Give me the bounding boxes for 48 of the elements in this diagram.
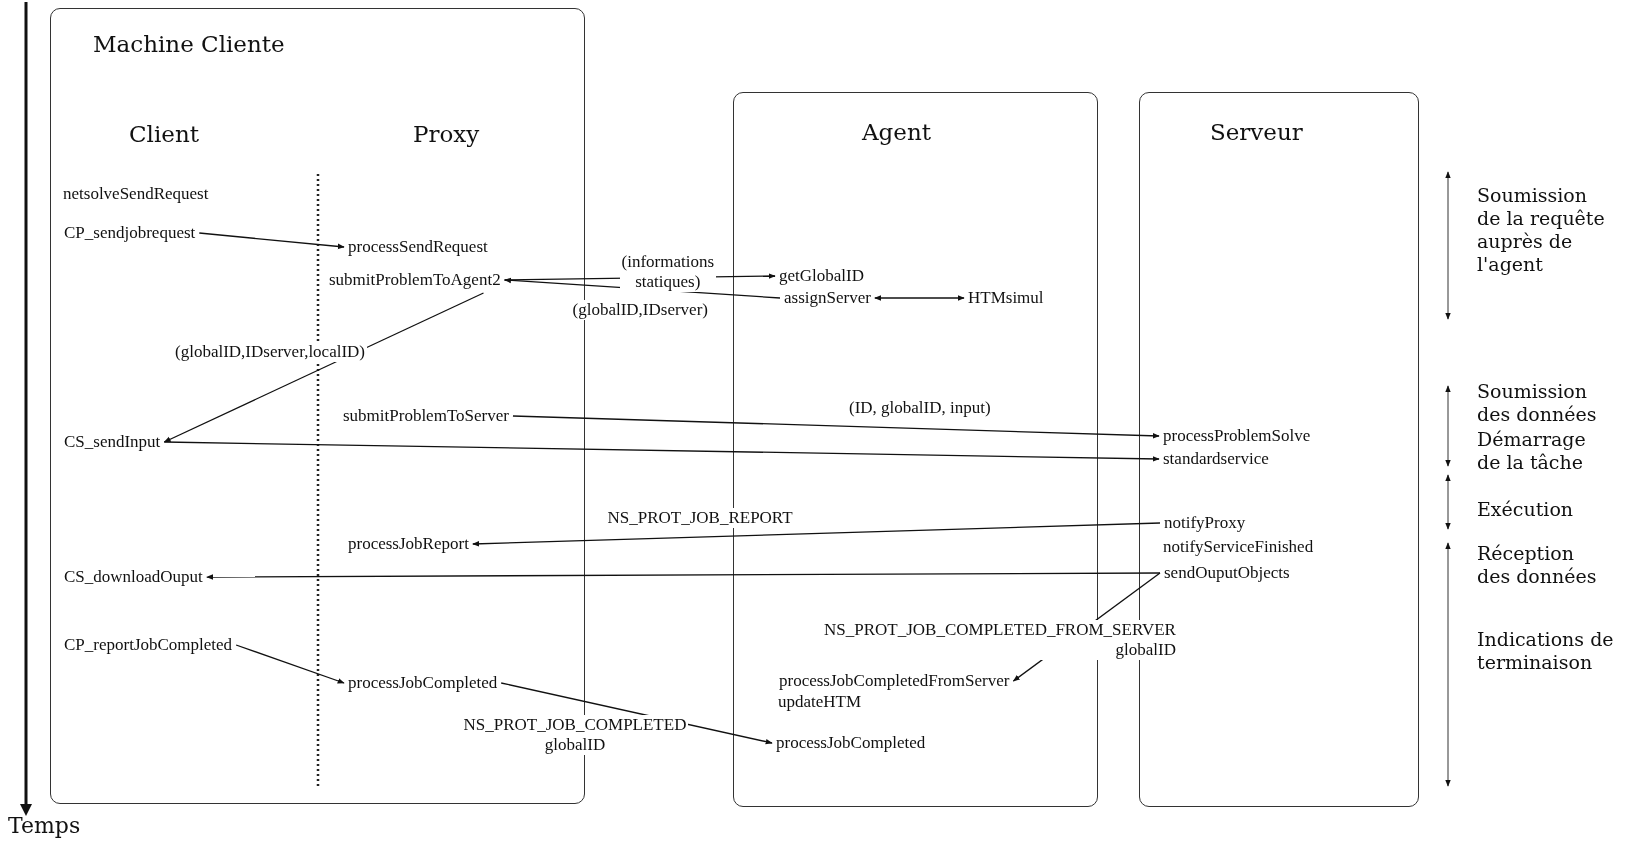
- arrow: [472, 522, 1161, 547]
- edge-label: (globalID,IDserver): [570, 300, 710, 320]
- box-title: Machine Cliente: [93, 31, 285, 57]
- column-heading: Proxy: [413, 121, 480, 147]
- phase-label: Soumission des données: [1477, 380, 1598, 426]
- function-name: notifyServiceFinished: [1163, 537, 1314, 557]
- function-name: getGlobalID: [779, 266, 864, 286]
- function-name: processProblemSolve: [1163, 426, 1311, 446]
- function-name: processJobReport: [348, 534, 469, 554]
- edge-label: NS_PROT_JOB_REPORT: [605, 508, 795, 528]
- function-name: submitProblemToServer: [343, 406, 509, 426]
- function-name: assignServer: [784, 288, 871, 308]
- function-name: processJobCompleted: [776, 733, 926, 753]
- axis-label: Temps: [8, 814, 81, 837]
- function-name: standardservice: [1163, 449, 1269, 469]
- box-title: Serveur: [1210, 119, 1303, 145]
- function-name: HTMsimul: [968, 288, 1044, 308]
- function-name: processJobCompleted: [348, 673, 498, 693]
- function-name: notifyProxy: [1164, 513, 1246, 533]
- function-name: CP_sendjobrequest: [64, 223, 196, 243]
- arrow: [206, 572, 1161, 580]
- function-name: processJobCompletedFromServer: [779, 671, 1010, 691]
- arrow: [512, 415, 1160, 439]
- phase-label: Soumission de la requête auprès de l'agent: [1477, 184, 1606, 276]
- edge-label: (ID, globalID, input): [847, 398, 993, 418]
- box-title: Agent: [862, 119, 931, 145]
- function-name: updateHTM: [778, 692, 862, 712]
- phase-label: Démarrage de la tâche: [1477, 428, 1587, 474]
- function-name: processSendRequest: [348, 237, 488, 257]
- phase-label: Réception des données: [1477, 542, 1598, 588]
- arrow: [874, 295, 965, 301]
- arrow: [163, 292, 485, 443]
- arrow: [198, 232, 345, 250]
- phase-label: Exécution: [1477, 498, 1574, 521]
- function-name: submitProblemToAgent2: [329, 270, 501, 290]
- edge-label: NS_PROT_JOB_COMPLETED_FROM_SERVER globalID: [822, 620, 1178, 660]
- edge-label: (informations statiques): [619, 252, 717, 292]
- function-name: CS_downloadOuput: [64, 567, 203, 587]
- edge-label: (globalID,IDserver,localID): [173, 342, 367, 362]
- edge-label: NS_PROT_JOB_COMPLETED globalID: [461, 715, 689, 755]
- column-heading: Client: [129, 121, 199, 147]
- function-name: CS_sendInput: [64, 432, 161, 452]
- phase-label: Indications de terminaison: [1477, 628, 1615, 674]
- arrow: [163, 441, 1160, 462]
- arrow: [235, 644, 345, 684]
- function-name: CP_reportJobCompleted: [64, 635, 233, 655]
- function-name: netsolveSendRequest: [63, 184, 209, 204]
- function-name: sendOuputObjects: [1164, 563, 1290, 583]
